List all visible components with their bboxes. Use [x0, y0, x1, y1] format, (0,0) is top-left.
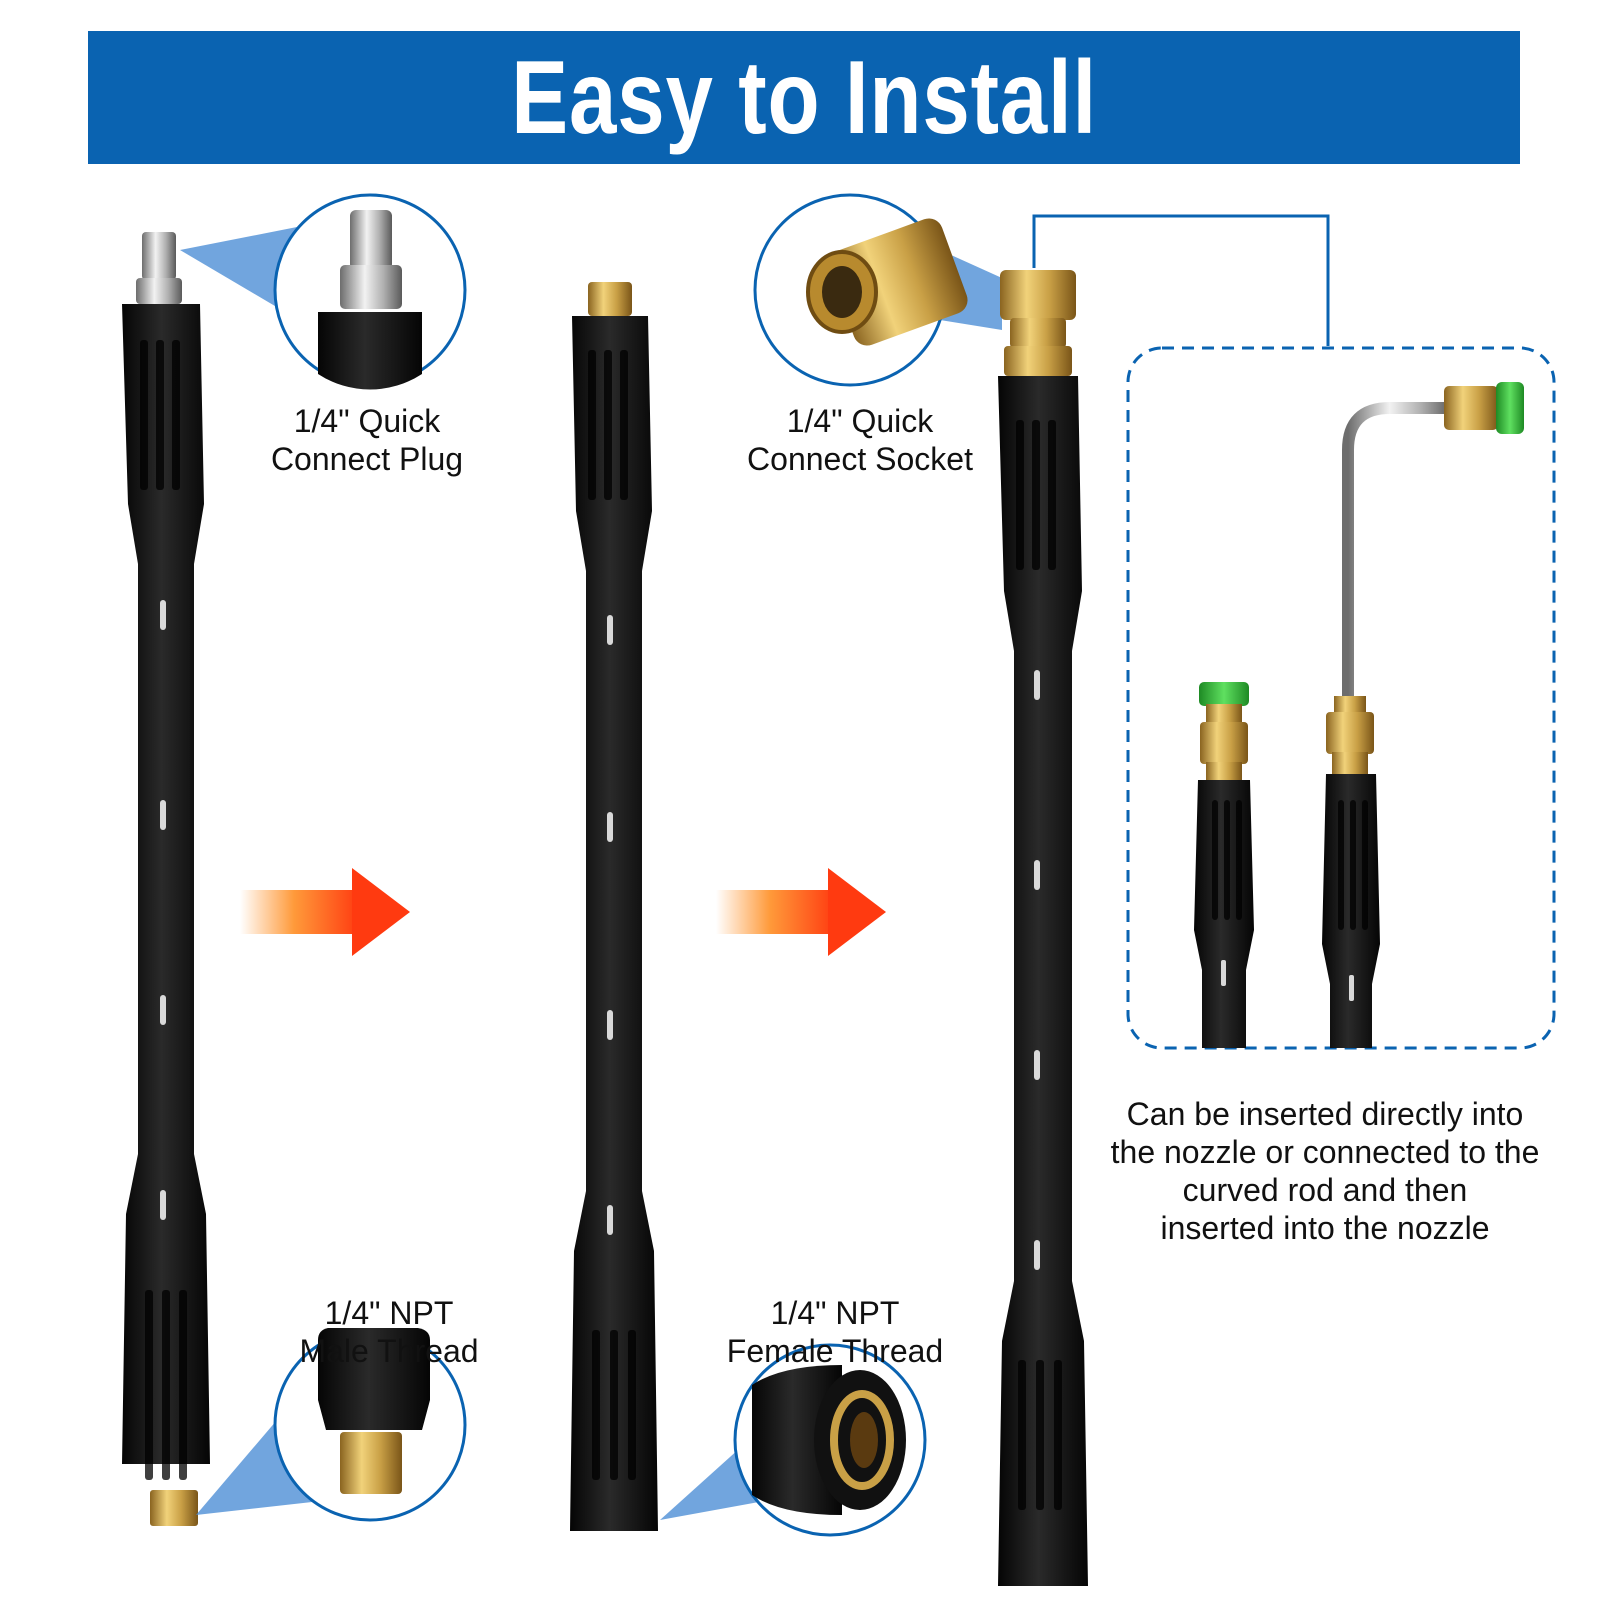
right-arrow-icon	[716, 868, 886, 956]
male-thread-closeup	[196, 1328, 467, 1522]
usage-note: Can be inserted directly into the nozzle…	[1110, 1096, 1540, 1246]
extension-wand-plug	[122, 232, 210, 1526]
extension-wand-plain	[570, 282, 658, 1531]
right-arrow-icon	[240, 868, 410, 956]
label-quick-connect-socket: 1/4" Quick Connect Socket	[747, 403, 973, 477]
page-title: Easy to Install	[511, 39, 1097, 156]
inset-frame	[1126, 346, 1556, 1050]
connector-line	[1032, 214, 1330, 346]
wand-with-nozzle	[1194, 682, 1254, 1048]
label-npt-female-thread: 1/4" NPT Female Thread	[726, 1295, 944, 1369]
title-banner: Easy to Install	[88, 31, 1520, 164]
label-npt-male-thread: 1/4" NPT Male Thread	[299, 1295, 479, 1369]
label-quick-connect-plug: 1/4" Quick Connect Plug	[270, 403, 464, 477]
plug-closeup	[180, 193, 467, 390]
extension-wand-socket	[998, 270, 1088, 1586]
female-thread-closeup	[660, 1343, 927, 1537]
socket-closeup	[753, 193, 1002, 387]
wand-with-curved-rod	[1322, 382, 1524, 1048]
